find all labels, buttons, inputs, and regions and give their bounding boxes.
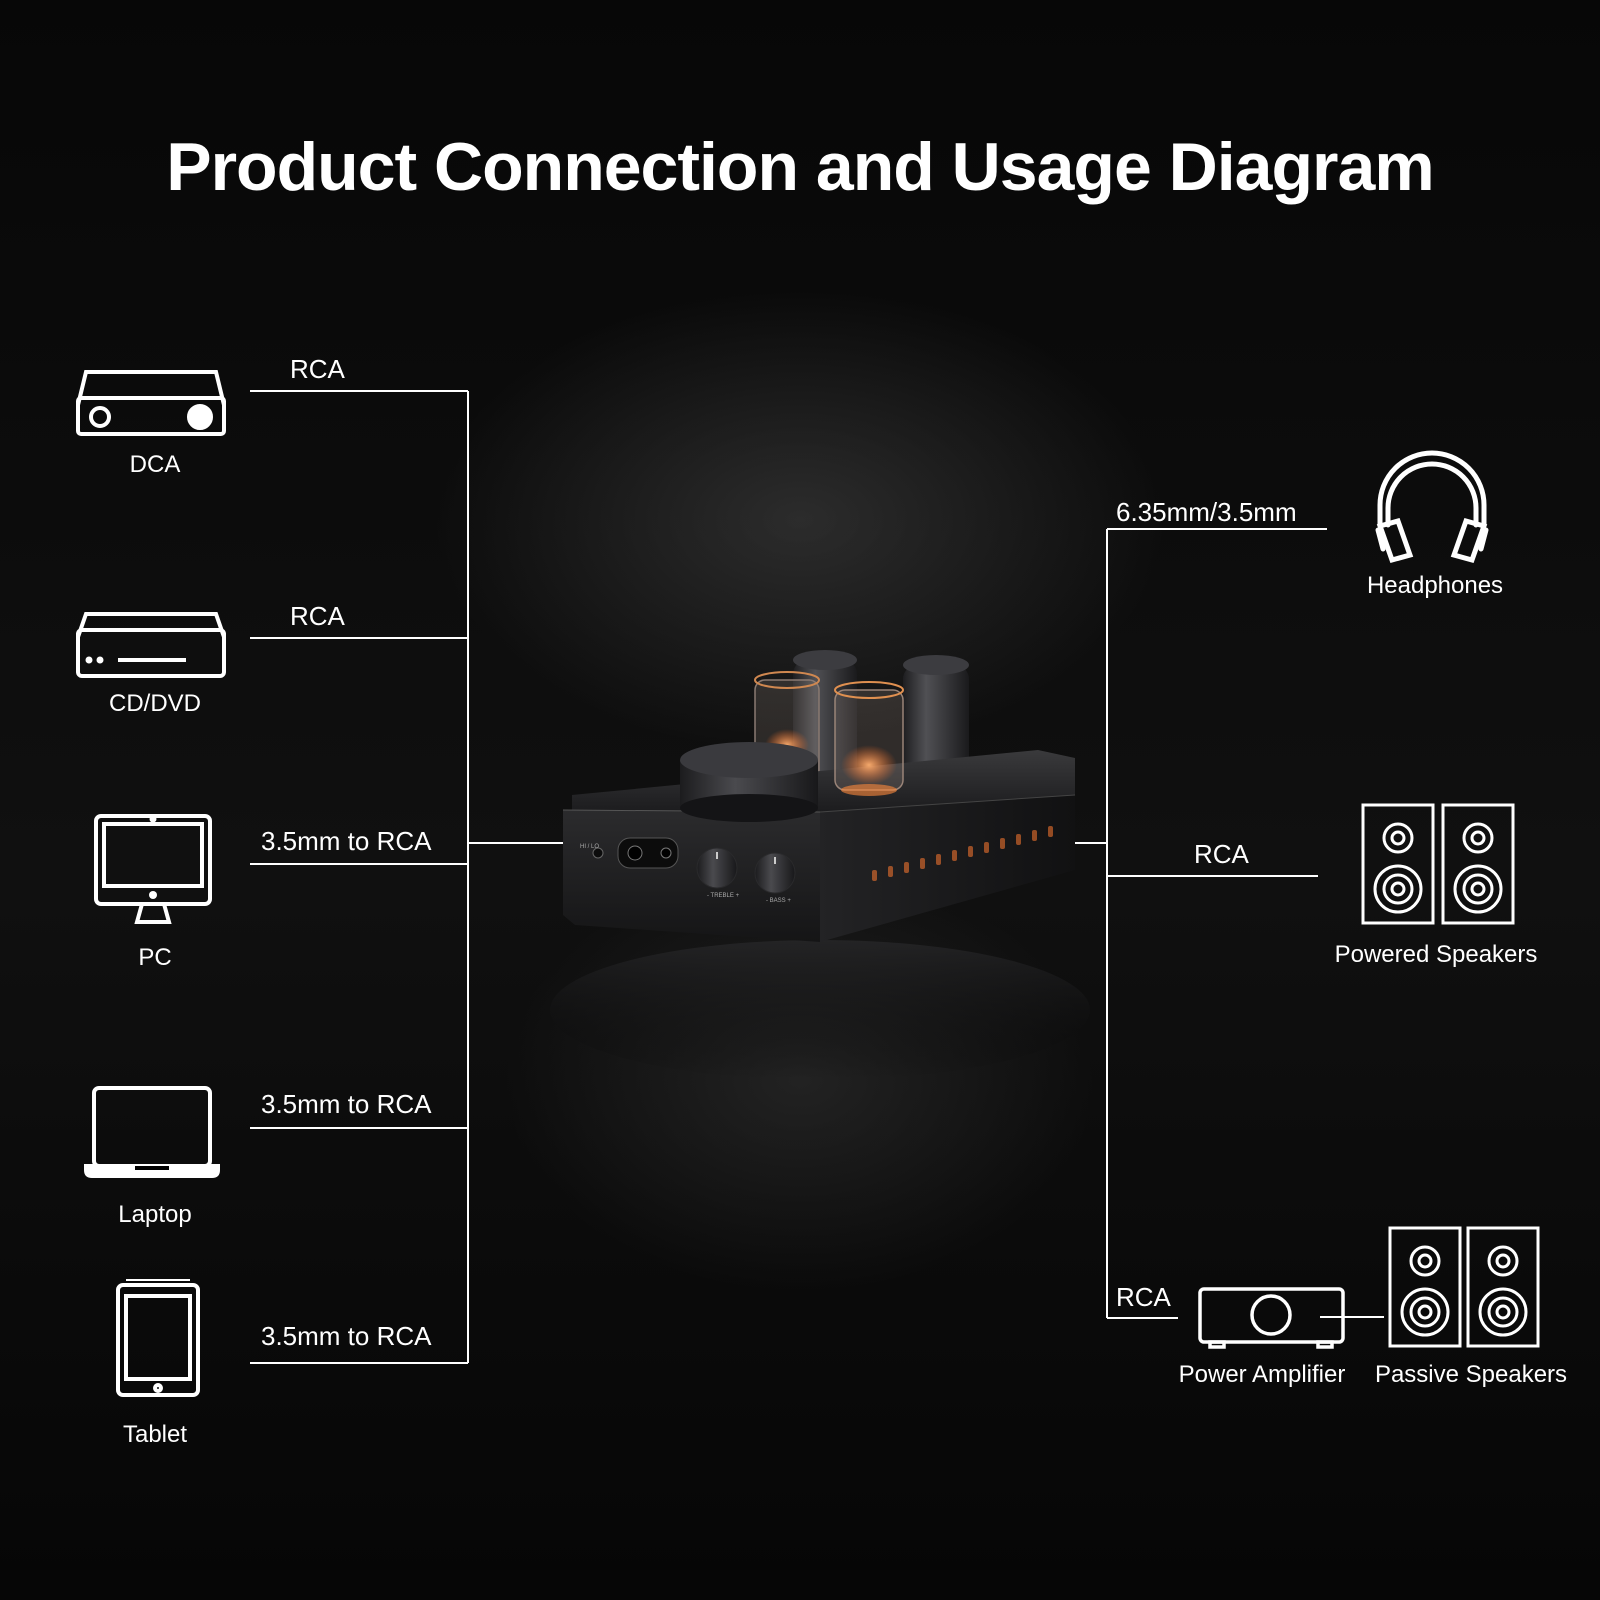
pc-connection-label: 3.5mm to RCA <box>261 826 432 856</box>
laptop-icon <box>84 1086 220 1178</box>
treble-knob <box>696 847 738 889</box>
front-glass-tube <box>834 681 904 796</box>
laptop-label: Laptop <box>118 1201 192 1228</box>
connector-lines <box>250 390 1384 1364</box>
volume-knob <box>680 742 818 822</box>
product-reflection <box>550 940 1090 1080</box>
power-amplifier-icon <box>1198 1287 1345 1349</box>
headphone-jack-panel <box>617 837 679 869</box>
chassis-side <box>820 795 1075 942</box>
passive-speakers-label: Passive Speakers <box>1374 1361 1568 1388</box>
laptop-connection-label: 3.5mm to RCA <box>261 1089 432 1119</box>
passive-speakers-icon <box>1388 1226 1540 1348</box>
gain-switch <box>592 847 604 859</box>
power-amplifier-label: Power Amplifier <box>1178 1361 1346 1388</box>
tablet-connection-label: 3.5mm to RCA <box>261 1321 432 1351</box>
powered-speakers-connection-label: RCA <box>1194 839 1249 869</box>
pc-label: PC <box>138 944 172 971</box>
tablet-icon <box>116 1279 200 1397</box>
headphone-jack-35 <box>660 847 672 859</box>
tablet-label: Tablet <box>122 1421 188 1448</box>
cd-dvd-connection-label: RCA <box>290 601 345 631</box>
dca-label: DCA <box>129 451 181 478</box>
cd-dvd-label: CD/DVD <box>108 690 201 717</box>
headphone-jack-635 <box>627 845 643 861</box>
headphones-icon <box>1375 450 1489 564</box>
cd-dvd-player-icon <box>76 612 226 678</box>
page-title: Product Connection and Usage Diagram <box>166 129 1435 205</box>
monitor-icon <box>94 814 212 924</box>
right-tube-can <box>903 655 969 780</box>
tube-amplifier-product <box>550 650 1090 1080</box>
receiver-icon <box>76 370 226 436</box>
side-vents <box>872 826 1053 881</box>
treble-label: - TREBLE + <box>707 893 740 899</box>
headphones-connection-label: 6.35mm/3.5mm <box>1116 497 1297 527</box>
gain-label: HI / LO <box>580 844 600 850</box>
powered-speakers-label: Powered Speakers <box>1334 941 1538 968</box>
headphones-label: Headphones <box>1366 572 1504 599</box>
powered-speakers-icon <box>1361 803 1515 925</box>
power-amplifier-connection-label: RCA <box>1116 1282 1171 1312</box>
bass-knob <box>754 852 796 894</box>
dca-connection-label: RCA <box>290 354 345 384</box>
bass-label: - BASS + <box>766 898 791 904</box>
